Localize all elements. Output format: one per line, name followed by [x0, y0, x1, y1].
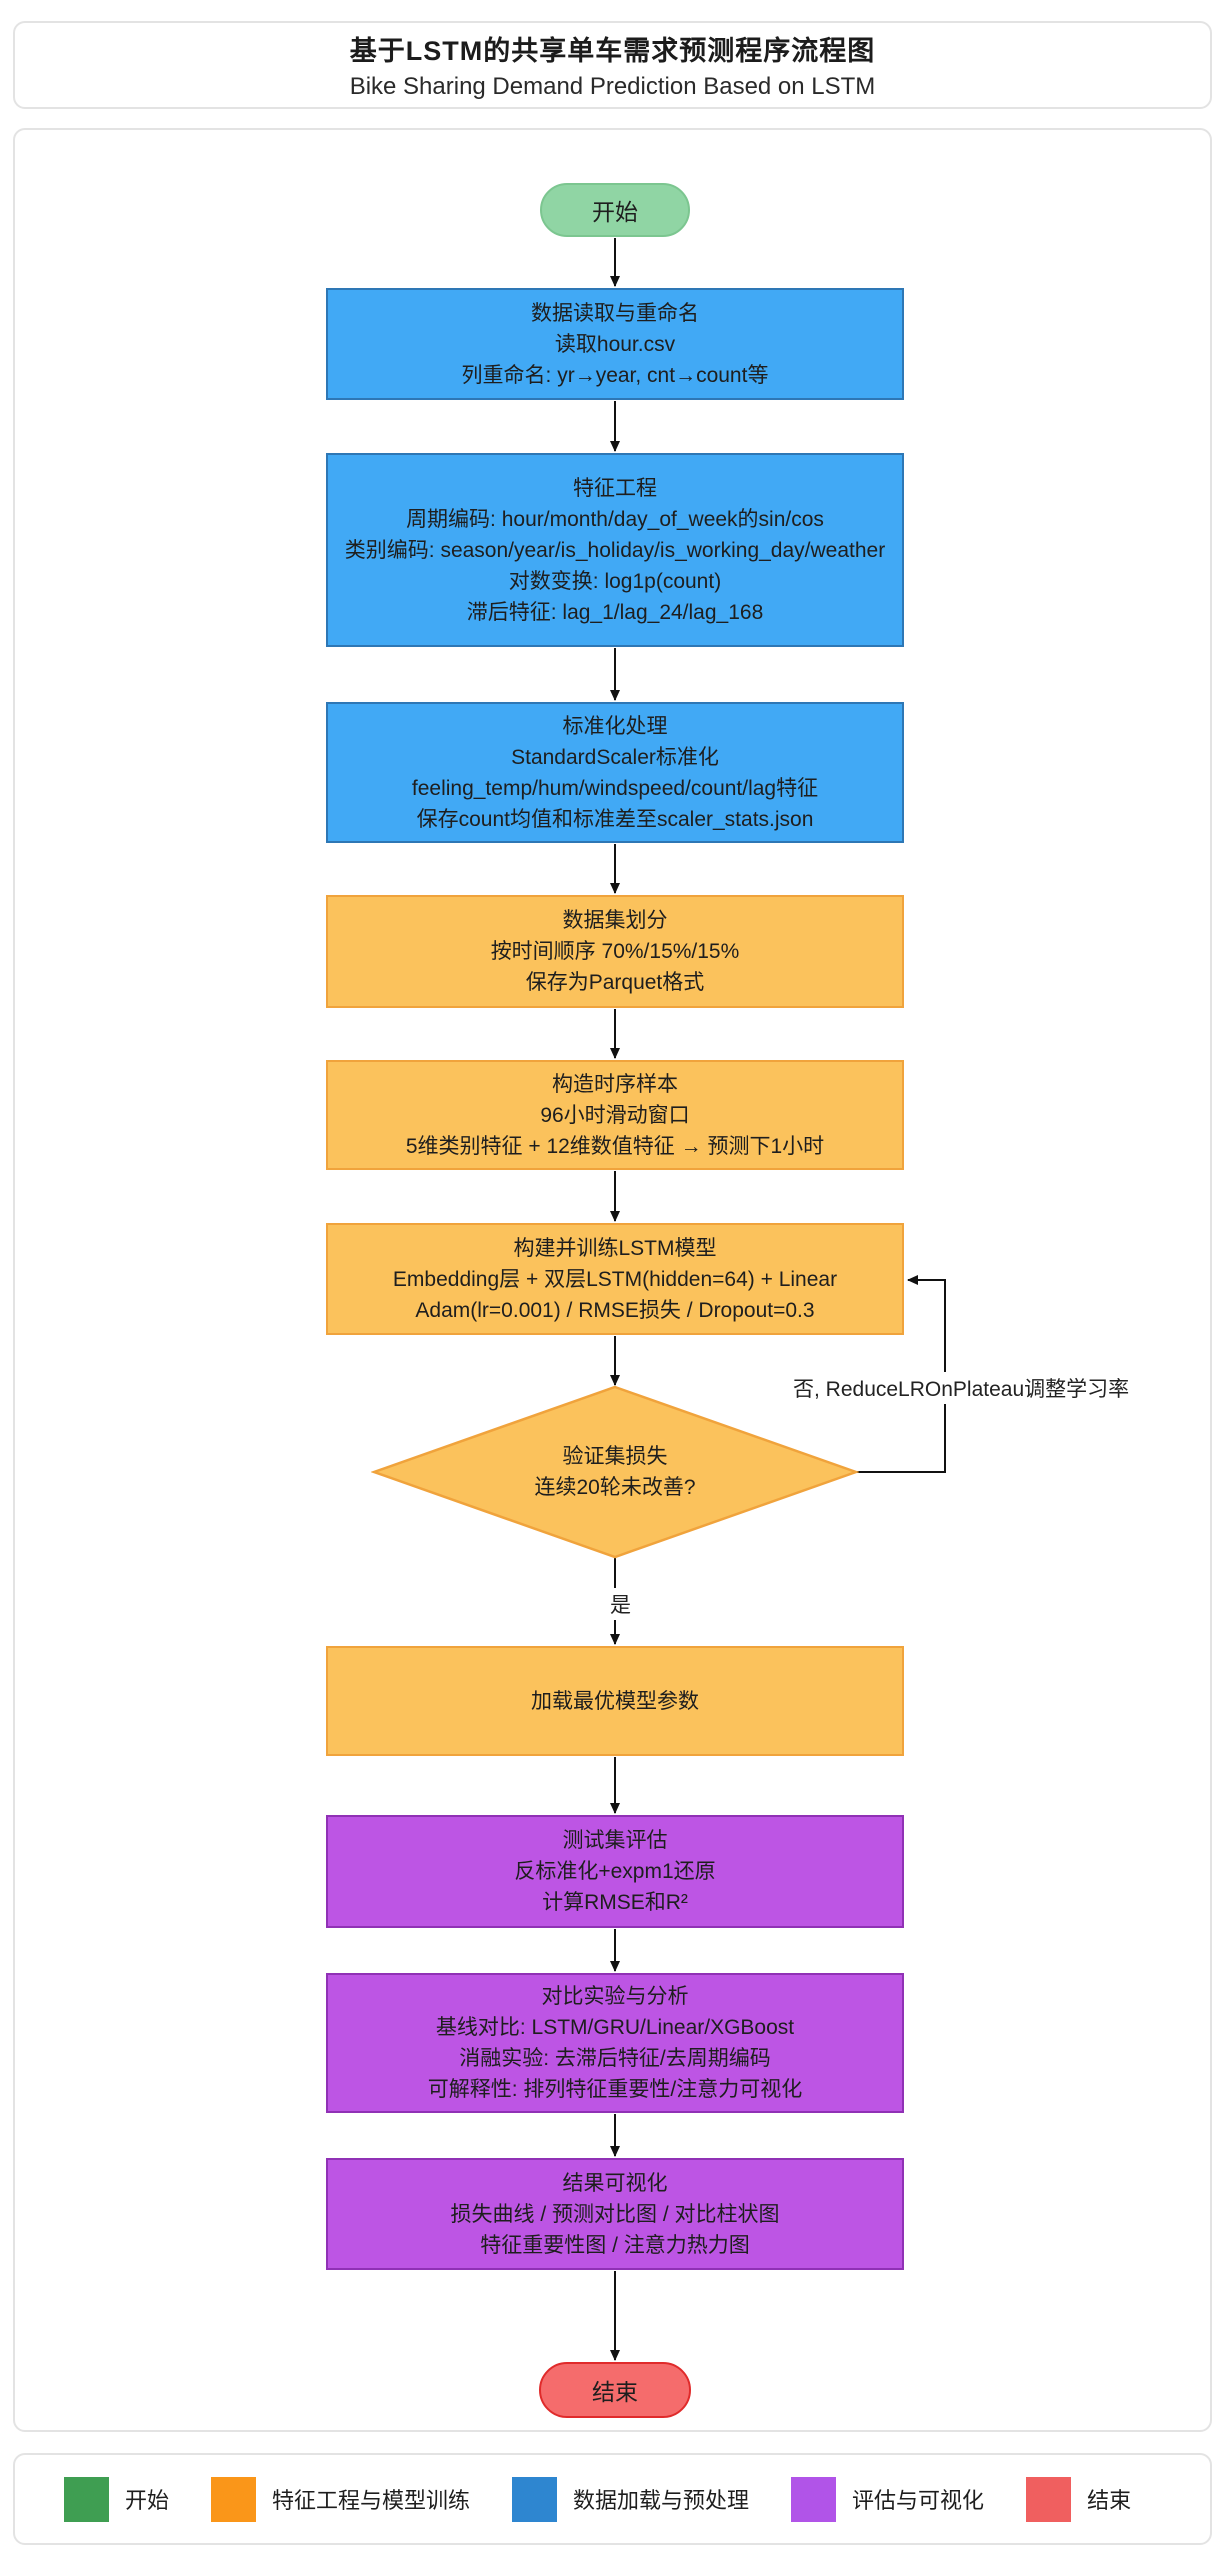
- node-text-line: 开始: [592, 199, 638, 225]
- node-text-line: Embedding层 + 双层LSTM(hidden=64) + Linear: [392, 1267, 838, 1291]
- node-text-line: 5维类别特征 + 12维数值特征 → 预测下1小时: [405, 1134, 825, 1158]
- flow-node-comparison-analysis: 对比实验与分析 基线对比: LSTM/GRU/Linear/XGBoost 消融…: [326, 1973, 904, 2113]
- node-text-line: 特征工程: [573, 476, 657, 500]
- node-text-line: 构建并训练LSTM模型: [513, 1236, 717, 1260]
- node-text-line: 基线对比: LSTM/GRU/Linear/XGBoost: [435, 2016, 795, 2039]
- decision-diamond-shape: [370, 1385, 860, 1559]
- node-text-line: 列重命名: yr→year, cnt→count等: [461, 363, 769, 387]
- flow-node-feature-engineering: 特征工程 周期编码: hour/month/day_of_week的sin/co…: [326, 453, 904, 647]
- legend-label: 评估与可视化: [852, 2488, 985, 2513]
- node-text-line: StandardScaler标准化: [511, 745, 719, 769]
- node-text-line: 消融实验: 去滞后特征/去周期编码: [459, 2047, 771, 2070]
- node-text-line: 结束: [592, 2379, 638, 2405]
- node-text-line: 对数变换: log1p(count): [508, 569, 722, 593]
- flow-node-start: 开始: [540, 183, 690, 237]
- node-text-line: 96小时滑动窗口: [540, 1103, 690, 1127]
- flow-node-dataset-split: 数据集划分 按时间顺序 70%/15%/15% 保存为Parquet格式: [326, 895, 904, 1008]
- edge-label-yes: 是: [602, 1588, 639, 1620]
- node-text-line: 保存为Parquet格式: [525, 971, 705, 994]
- node-text-line: 反标准化+expm1还原: [514, 1860, 716, 1883]
- legend-label: 结束: [1087, 2488, 1132, 2513]
- legend-swatch-end: [1026, 2476, 1072, 2522]
- node-text-line: Adam(lr=0.001) / RMSE损失 / Dropout=0.3: [415, 1298, 815, 1322]
- node-text-line: 滞后特征: lag_1/lag_24/lag_168: [466, 600, 764, 624]
- node-text-line: 保存count均值和标准差至scaler_stats.json: [416, 807, 814, 831]
- flow-node-result-visualization: 结果可视化 损失曲线 / 预测对比图 / 对比柱状图 特征重要性图 / 注意力热…: [326, 2158, 904, 2270]
- node-text-line: 连续20轮未改善?: [534, 1476, 696, 1499]
- node-text-line: 数据集划分: [562, 909, 668, 932]
- node-text-line: feeling_temp/hum/windspeed/count/lag特征: [411, 776, 819, 800]
- flow-node-sequence-samples: 构造时序样本 96小时滑动窗口 5维类别特征 + 12维数值特征 → 预测下1小…: [326, 1060, 904, 1170]
- flow-node-data-read: 数据读取与重命名 读取hour.csv 列重命名: yr→year, cnt→c…: [326, 288, 904, 400]
- node-text-line: 损失曲线 / 预测对比图 / 对比柱状图: [450, 2202, 780, 2226]
- title-card: 基于LSTM的共享单车需求预测程序流程图 Bike Sharing Demand…: [13, 21, 1212, 109]
- legend-item-data-preprocess: 数据加载与预处理: [512, 2476, 750, 2522]
- node-text-line: 类别编码: season/year/is_holiday/is_working_…: [344, 538, 886, 562]
- flow-node-load-best-model: 加载最优模型参数: [326, 1646, 904, 1756]
- node-text-line: 测试集评估: [562, 1829, 668, 1852]
- flow-node-test-evaluation: 测试集评估 反标准化+expm1还原 计算RMSE和R²: [326, 1815, 904, 1928]
- node-text-line: 数据读取与重命名: [531, 301, 699, 325]
- node-text-line: 计算RMSE和R²: [542, 1891, 688, 1914]
- decision-text: 验证集损失 连续20轮未改善?: [371, 1384, 859, 1560]
- node-text-line: 验证集损失: [562, 1445, 668, 1468]
- legend-label: 特征工程与模型训练: [272, 2488, 471, 2513]
- flow-decision-validation-loss: 验证集损失 连续20轮未改善?: [370, 1384, 860, 1560]
- legend-item-end: 结束: [1026, 2476, 1132, 2522]
- legend-label: 开始: [125, 2488, 170, 2513]
- legend: 开始 特征工程与模型训练 数据加载与预处理 评估与可视化 结束: [13, 2453, 1212, 2545]
- node-text-line: 周期编码: hour/month/day_of_week的sin/cos: [406, 507, 824, 531]
- node-text-line: 可解释性: 排列特征重要性/注意力可视化: [427, 2078, 803, 2101]
- legend-item-feature-training: 特征工程与模型训练: [211, 2476, 471, 2522]
- node-text-line: 加载最优模型参数: [531, 1689, 699, 1713]
- legend-swatch-data-preprocess: [512, 2476, 558, 2522]
- node-text-line: 结果可视化: [562, 2171, 668, 2195]
- node-text-line: 对比实验与分析: [541, 1985, 689, 2008]
- edge-label-no: 否, ReduceLROnPlateau调整学习率: [785, 1372, 1138, 1404]
- legend-swatch-feature-training: [211, 2476, 257, 2522]
- legend-label: 数据加载与预处理: [573, 2488, 750, 2513]
- legend-item-eval-visualization: 评估与可视化: [791, 2476, 985, 2522]
- flow-node-end: 结束: [539, 2362, 691, 2418]
- node-text-line: 标准化处理: [562, 714, 668, 738]
- page-subtitle: Bike Sharing Demand Prediction Based on …: [349, 73, 876, 100]
- node-text-line: 构造时序样本: [552, 1072, 678, 1096]
- flow-node-train-lstm: 构建并训练LSTM模型 Embedding层 + 双层LSTM(hidden=6…: [326, 1223, 904, 1335]
- legend-swatch-eval-visualization: [791, 2476, 837, 2522]
- node-text-line: 特征重要性图 / 注意力热力图: [480, 2233, 750, 2257]
- node-text-line: 按时间顺序 70%/15%/15%: [490, 940, 740, 963]
- node-text-line: 读取hour.csv: [554, 332, 676, 356]
- legend-swatch-start: [64, 2476, 109, 2522]
- page-title: 基于LSTM的共享单车需求预测程序流程图: [349, 36, 876, 66]
- flow-node-standardize: 标准化处理 StandardScaler标准化 feeling_temp/hum…: [326, 702, 904, 843]
- legend-item-start: 开始: [64, 2476, 170, 2522]
